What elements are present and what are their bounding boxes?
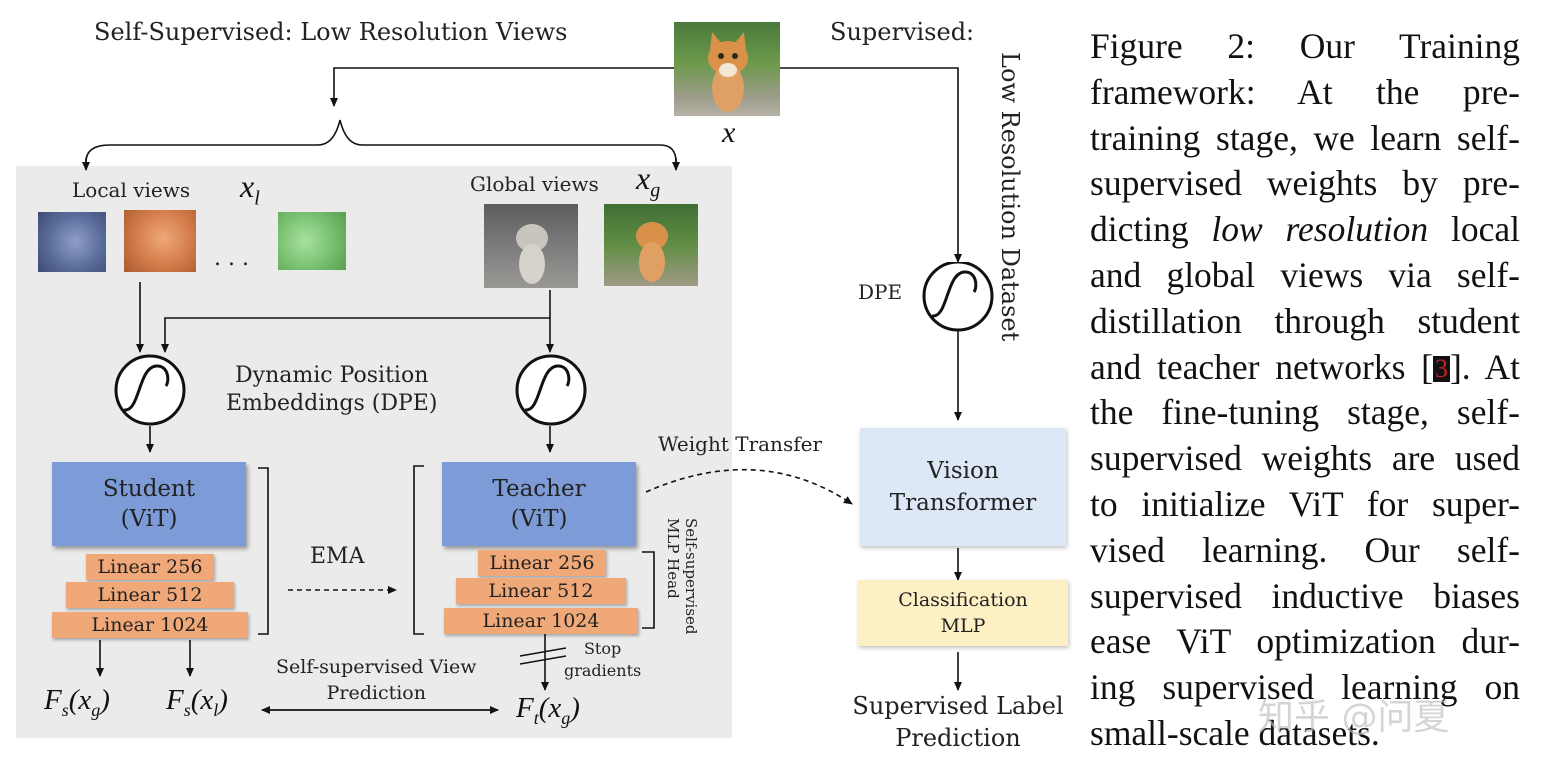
dpe-icon-student xyxy=(114,354,186,426)
local-view-green xyxy=(278,212,346,270)
local-view-blue xyxy=(38,212,106,272)
dpe-icon-supervised xyxy=(922,262,994,332)
zhihu-watermark: 知乎 @问夏 xyxy=(1258,697,1450,738)
caption-line: supervised inductive biases xyxy=(1090,575,1520,616)
caption-line: training stage, we learn self- xyxy=(1090,117,1520,158)
output-ft-xg: Ft(xg) xyxy=(516,692,580,728)
caption-line: small-scale datasets. xyxy=(1090,712,1380,753)
caption-line: ease ViT optimization dur- xyxy=(1090,621,1520,662)
global-view-grayscale xyxy=(484,204,578,288)
teacher-vit-box: Teacher (ViT) xyxy=(442,462,636,546)
global-views-label: Global views xyxy=(470,172,599,196)
caption-line: the fine-tuning stage, self- xyxy=(1090,392,1520,433)
caption-line: and global views via self- xyxy=(1090,254,1520,295)
caption-line: framework: At the pre- xyxy=(1090,71,1520,112)
student-vit-box: Student (ViT) xyxy=(52,462,246,546)
weight-transfer-label: Weight Transfer xyxy=(658,432,823,456)
caption-line: distillation through student xyxy=(1090,300,1520,341)
caption-line-ref: and teacher networks [3]. At xyxy=(1090,346,1520,387)
symbol-x-global: xg xyxy=(636,160,661,202)
symbol-x-local: xl xyxy=(240,168,260,210)
dpe-icon-teacher xyxy=(515,354,587,426)
teacher-linear-256: Linear 256 xyxy=(478,550,606,576)
caption-line: to initialize ViT for super- xyxy=(1090,483,1520,524)
low-resolution-dataset-label: Low Resolution Dataset xyxy=(996,52,1024,342)
view-prediction-label: Self-supervised View Prediction xyxy=(276,656,477,704)
teacher-linear-512: Linear 512 xyxy=(456,578,626,604)
caption-line: ing supervised learning on xyxy=(1090,667,1520,708)
student-linear-1024: Linear 1024 xyxy=(52,612,248,638)
caption-line: Figure 2: Our Training xyxy=(1090,26,1520,66)
dpe-caption: Dynamic Position Embeddings (DPE) xyxy=(226,363,438,416)
local-view-orange xyxy=(124,210,196,272)
ema-label: EMA xyxy=(310,544,365,569)
student-linear-512: Linear 512 xyxy=(66,582,234,608)
teacher-linear-1024: Linear 1024 xyxy=(444,608,638,634)
output-fs-xl: Fs(xl) xyxy=(166,684,228,720)
figure-caption: Figure 2: Our Training framework: At the… xyxy=(1090,24,1520,757)
self-supervised-title: Self-Supervised: Low Resolution Views xyxy=(94,18,568,46)
local-views-ellipsis: . . . xyxy=(214,246,249,271)
caption-line: supervised weights by pre- xyxy=(1090,163,1520,204)
input-image-kitten xyxy=(674,22,780,116)
vision-transformer-box: Vision Transformer xyxy=(860,428,1066,546)
supervised-title: Supervised: xyxy=(830,18,975,46)
caption-line: supervised weights are used xyxy=(1090,438,1520,479)
student-linear-256: Linear 256 xyxy=(86,554,214,580)
dpe-right-label: DPE xyxy=(858,280,903,304)
local-views-label: Local views xyxy=(72,178,191,202)
citation-link[interactable]: 3 xyxy=(1432,353,1450,383)
stop-gradients-label: Stop gradients xyxy=(564,639,642,680)
global-view-color xyxy=(604,204,698,286)
supervised-label-prediction: Supervised Label Prediction xyxy=(852,692,1064,752)
output-fs-xg: Fs(xg) xyxy=(44,684,110,720)
symbol-x: x xyxy=(722,116,736,149)
caption-line: vised learning. Our self- xyxy=(1090,529,1520,570)
classification-mlp-box: Classification MLP xyxy=(858,580,1068,646)
caption-line-italic: dicting low resolution local xyxy=(1090,209,1520,250)
